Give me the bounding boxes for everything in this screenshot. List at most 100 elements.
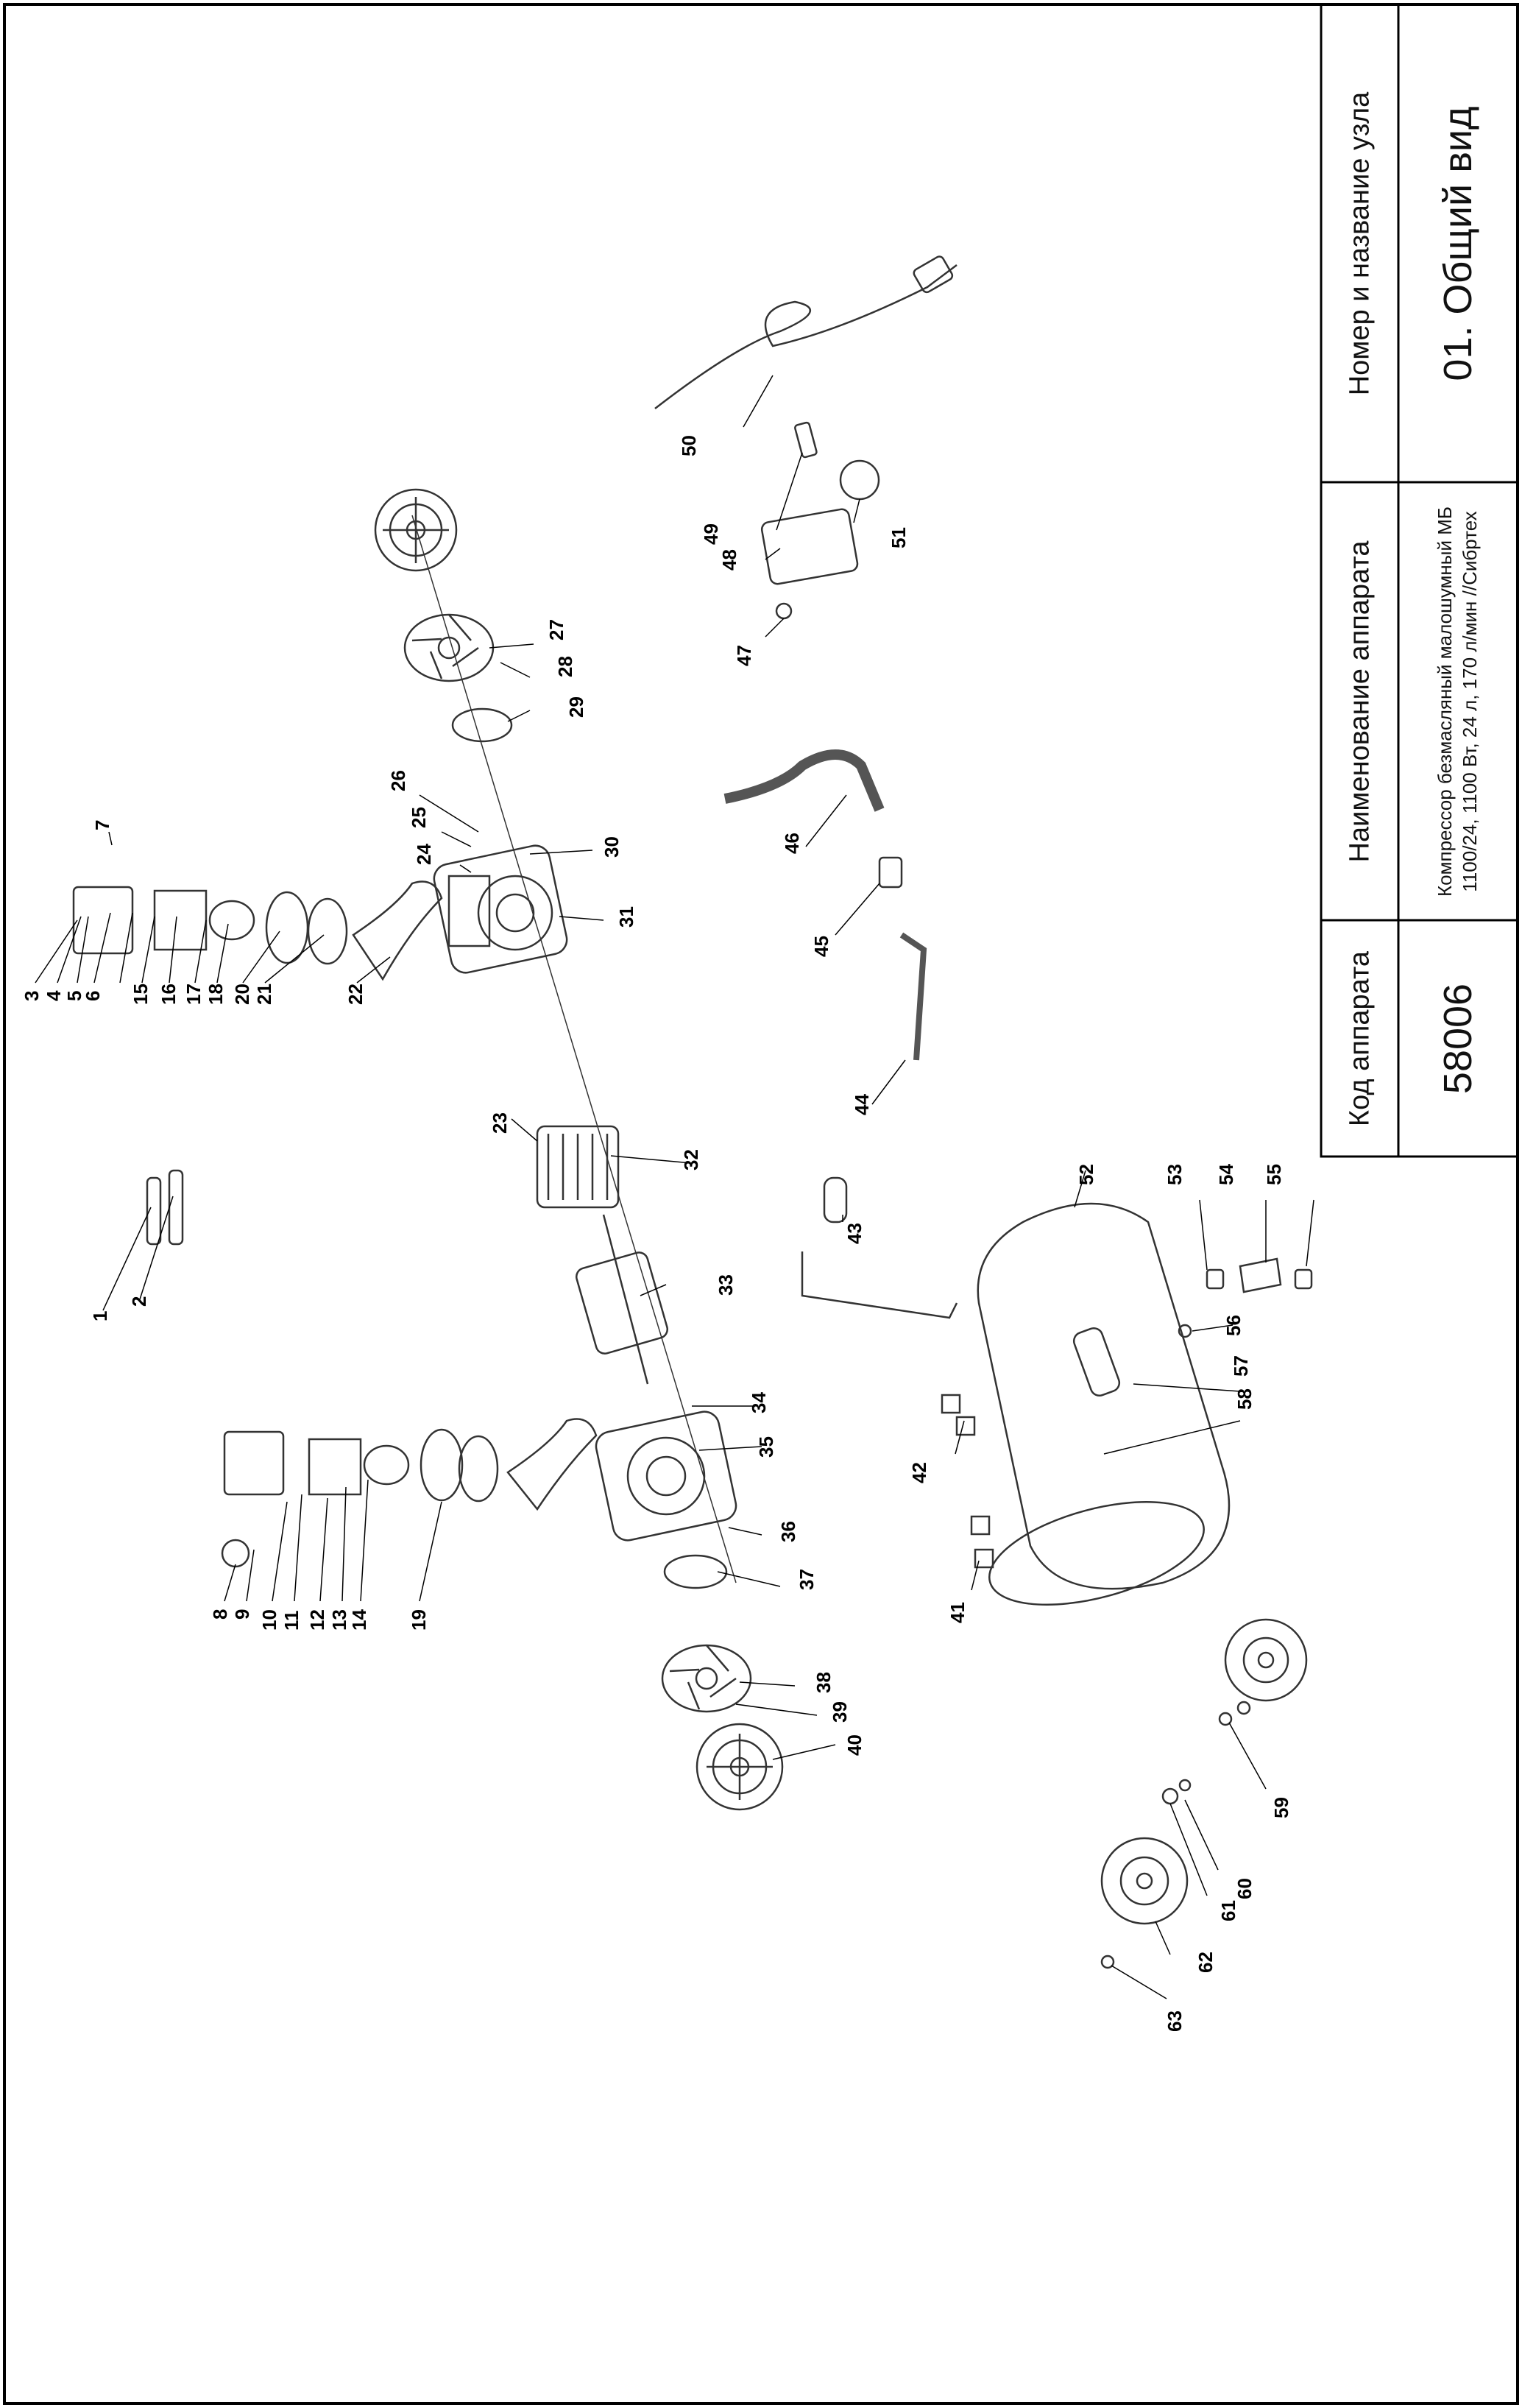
- callout-41: 41: [946, 1602, 969, 1623]
- node-header-cell: Номер и название узла: [1321, 4, 1398, 482]
- pressure-switch: [760, 508, 859, 585]
- code-value: 58006: [1436, 983, 1480, 1094]
- callout-15: 15: [130, 984, 152, 1005]
- title-block-grid: [1320, 3, 1519, 1158]
- callout-56: 56: [1222, 1315, 1245, 1336]
- tube-pair: [146, 1169, 184, 1246]
- callout-26: 26: [387, 770, 409, 791]
- callout-20: 20: [231, 984, 253, 1005]
- callout-36: 36: [777, 1521, 799, 1542]
- air-receiver-tank: [801, 1176, 1231, 1606]
- fan-cover-top: [374, 488, 458, 572]
- callout-63: 63: [1164, 2010, 1186, 2032]
- node-value-cell: 01. Общий вид: [1398, 4, 1518, 482]
- pressure-gauge: [839, 459, 880, 501]
- callout-14: 14: [348, 1609, 370, 1631]
- callout-43: 43: [843, 1223, 866, 1244]
- rotor: [575, 1214, 669, 1385]
- drain-parts: [1178, 1257, 1313, 1338]
- fan-cover-bottom: [695, 1723, 784, 1811]
- rubber-feet: [941, 1394, 994, 1569]
- callout-16: 16: [157, 984, 180, 1005]
- callout-38: 38: [813, 1672, 835, 1693]
- callout-48: 48: [718, 549, 740, 571]
- callout-25: 25: [408, 807, 430, 828]
- callout-11: 11: [280, 1611, 302, 1631]
- callout-44: 44: [851, 1094, 873, 1115]
- cylinder-head-bottom: [221, 1418, 598, 1568]
- callout-46: 46: [781, 833, 803, 854]
- crankcase-bottom: [595, 1410, 737, 1542]
- callout-34: 34: [748, 1392, 770, 1413]
- callout-3: 3: [21, 991, 43, 1001]
- code-header: Код аппарата: [1344, 950, 1375, 1126]
- callout-42: 42: [908, 1462, 930, 1483]
- callout-12: 12: [306, 1609, 328, 1631]
- name-value-cell: Компрессор безмасляный малошумный МБ 110…: [1398, 482, 1518, 920]
- fan-bottom: [661, 1644, 752, 1713]
- callout-13: 13: [328, 1609, 350, 1631]
- callout-29: 29: [565, 696, 587, 718]
- callout-8: 8: [209, 1609, 231, 1620]
- callout-60: 60: [1233, 1878, 1256, 1899]
- callout-1: 1: [89, 1311, 111, 1321]
- callout-47: 47: [733, 645, 755, 666]
- callout-22: 22: [344, 984, 367, 1005]
- callout-27: 27: [545, 619, 567, 640]
- callout-10: 10: [258, 1609, 280, 1631]
- callout-59: 59: [1270, 1797, 1292, 1818]
- callout-57: 57: [1230, 1355, 1252, 1377]
- code-header-cell: Код аппарата: [1321, 920, 1398, 1157]
- code-value-cell: 58006: [1398, 920, 1518, 1157]
- callout-58: 58: [1233, 1388, 1256, 1410]
- wheel-lower: [1100, 1837, 1189, 1925]
- parts-drawing: [72, 255, 1313, 1969]
- bearing-bottom: [663, 1554, 728, 1589]
- callout-35: 35: [755, 1436, 777, 1458]
- callout-33: 33: [715, 1274, 737, 1296]
- drawing-frame: [3, 3, 1519, 2405]
- power-cord: [654, 264, 958, 409]
- callout-9: 9: [231, 1609, 253, 1620]
- name-value: Компрессор безмасляный малошумный МБ 110…: [1434, 506, 1481, 897]
- callout-54: 54: [1215, 1164, 1237, 1185]
- node-value: 01. Общий вид: [1436, 105, 1480, 381]
- callout-55: 55: [1263, 1164, 1285, 1185]
- fan-top: [403, 613, 495, 682]
- wheel-upper: [1224, 1618, 1308, 1702]
- callout-21: 21: [253, 984, 275, 1005]
- pipe-44: [899, 932, 927, 1061]
- callout-30: 30: [601, 836, 623, 858]
- name-header: Наименование аппарата: [1344, 540, 1375, 862]
- check-valve-45: [878, 856, 903, 889]
- callout-7: 7: [91, 820, 113, 830]
- power-plug: [913, 255, 954, 294]
- fitting-49: [794, 421, 818, 459]
- callout-17: 17: [183, 984, 205, 1005]
- callout-18: 18: [205, 984, 227, 1005]
- callout-61: 61: [1217, 1900, 1239, 1921]
- hose-46: [723, 749, 885, 812]
- callout-52: 52: [1075, 1164, 1097, 1185]
- callout-50: 50: [678, 435, 700, 456]
- callout-labels: 1 2 3 4 5 6 7 8 9 10 11 12 13 14 15 16 1…: [21, 435, 1292, 2032]
- node-header: Номер и название узла: [1344, 91, 1375, 395]
- safety-valve-43: [823, 1176, 848, 1224]
- callout-19: 19: [408, 1609, 430, 1631]
- callout-62: 62: [1194, 1952, 1217, 1973]
- bearing-top: [451, 707, 513, 743]
- callout-32: 32: [680, 1149, 702, 1171]
- callout-40: 40: [843, 1734, 866, 1756]
- callout-31: 31: [615, 906, 637, 928]
- leader-lines: [35, 375, 1314, 1999]
- fitting-47: [775, 602, 793, 620]
- crankcase-top: [433, 844, 568, 974]
- callout-24: 24: [413, 844, 435, 865]
- callout-2: 2: [128, 1296, 150, 1307]
- callout-45: 45: [810, 936, 832, 957]
- callout-4: 4: [43, 990, 65, 1001]
- callout-49: 49: [700, 523, 722, 545]
- callout-28: 28: [554, 656, 576, 677]
- callout-23: 23: [489, 1112, 511, 1134]
